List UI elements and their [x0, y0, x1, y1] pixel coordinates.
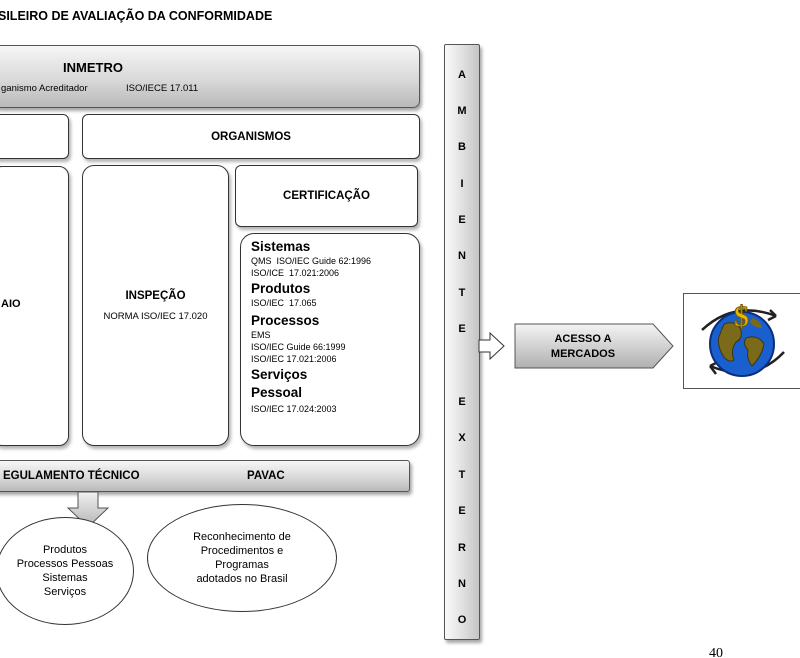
oval-right-line-4: adotados no Brasil — [196, 573, 288, 585]
organismos-box: ORGANISMOS — [82, 114, 420, 159]
ensaio-box: AIO — [0, 166, 69, 446]
produtos-line-1: ISO/IEC 17.065 — [251, 298, 317, 308]
oval-left-line-4: Serviços — [43, 586, 87, 598]
certificacao-label: CERTIFICAÇÃO — [283, 190, 370, 202]
globe-image-box: $ — [683, 293, 800, 389]
acesso-label-2: MERCADOS — [550, 348, 616, 360]
certificacao-details-box: Sistemas QMS ISO/IEC Guide 62:1996 ISO/I… — [240, 233, 420, 446]
globe-dollar-icon: $ — [701, 300, 785, 377]
processos-line-2: ISO/IEC Guide 66:1999 — [251, 342, 346, 352]
sistemas-line-2: ISO/ICE 17.021:2006 — [251, 268, 340, 278]
regulamento-label: EGULAMENTO TÉCNICO — [3, 470, 140, 482]
servicos-heading: Serviços — [251, 367, 308, 382]
processos-line-3: ISO/IEC 17.021:2006 — [251, 354, 337, 364]
inspecao-norma: NORMA ISO/IEC 17.020 — [103, 311, 208, 322]
vletter-4: I — [460, 178, 464, 190]
vletter-14: R — [458, 542, 466, 554]
right-arrow-small-icon — [478, 332, 505, 360]
inmetro-box: INMETRO ganismo Acreditador ISO/IECE 17.… — [0, 45, 420, 108]
pessoal-heading: Pessoal — [251, 385, 303, 400]
oval-right-line-2: Procedimentos e — [200, 545, 284, 557]
inspecao-box: INSPEÇÃO NORMA ISO/IEC 17.020 — [82, 165, 229, 446]
down-arrow-icon — [66, 491, 110, 528]
vletter-12: T — [458, 469, 466, 481]
oval-produtos: Produtos Processos Pessoas Sistemas Serv… — [0, 517, 134, 625]
sistemas-line-1: QMS ISO/IEC Guide 62:1996 — [251, 256, 372, 266]
inmetro-title: INMETRO — [63, 60, 123, 75]
page-number: 40 — [709, 646, 723, 658]
oval-left-line-1: Produtos — [42, 544, 87, 556]
vletter-6: N — [458, 250, 466, 262]
certificacao-box: CERTIFICAÇÃO — [235, 165, 418, 227]
produtos-heading: Produtos — [251, 281, 311, 296]
processos-line-1: EMS — [251, 330, 271, 340]
vletter-1: A — [458, 69, 466, 81]
vletter-13: E — [458, 505, 466, 517]
oval-reconhecimento: Reconhecimento de Procedimentos e Progra… — [147, 504, 337, 612]
vletter-11: X — [458, 432, 466, 444]
acesso-label-1: ACESSO A — [554, 333, 612, 345]
regulamento-bar: EGULAMENTO TÉCNICO PAVAC — [0, 460, 410, 492]
vletter-15: N — [458, 578, 466, 590]
ensaio-label: AIO — [1, 298, 21, 310]
pessoal-line-1: ISO/IEC 17.024:2003 — [251, 404, 337, 414]
vletter-16: O — [457, 614, 467, 626]
processos-heading: Processos — [251, 313, 320, 328]
vletter-3: B — [458, 141, 466, 153]
left-row-box — [0, 114, 69, 159]
pavac-label: PAVAC — [247, 470, 285, 482]
oval-right-line-1: Reconhecimento de — [193, 531, 291, 543]
page-title: SILEIRO DE AVALIAÇÃO DA CONFORMIDADE — [0, 9, 273, 23]
oval-left-line-3: Sistemas — [42, 572, 88, 584]
inmetro-subtitle-left: ganismo Acreditador — [1, 83, 88, 94]
vletter-2: M — [457, 105, 467, 117]
oval-left-line-2: Processos Pessoas — [16, 558, 114, 570]
svg-text:$: $ — [734, 300, 749, 333]
inmetro-subtitle-right: ISO/IECE 17.011 — [126, 83, 199, 94]
sistemas-heading: Sistemas — [251, 239, 311, 254]
vletter-5: E — [458, 214, 466, 226]
organismos-label: ORGANISMOS — [211, 130, 291, 143]
ambiente-externo-bar: A M B I E N T E E X T E R N O — [444, 44, 480, 640]
vletter-8: E — [458, 323, 466, 335]
vletter-10: E — [458, 396, 466, 408]
inspecao-title: INSPEÇÃO — [125, 290, 186, 302]
oval-right-line-3: Programas — [215, 559, 269, 571]
acesso-mercados-arrow — [514, 323, 674, 369]
vletter-7: T — [458, 287, 466, 299]
